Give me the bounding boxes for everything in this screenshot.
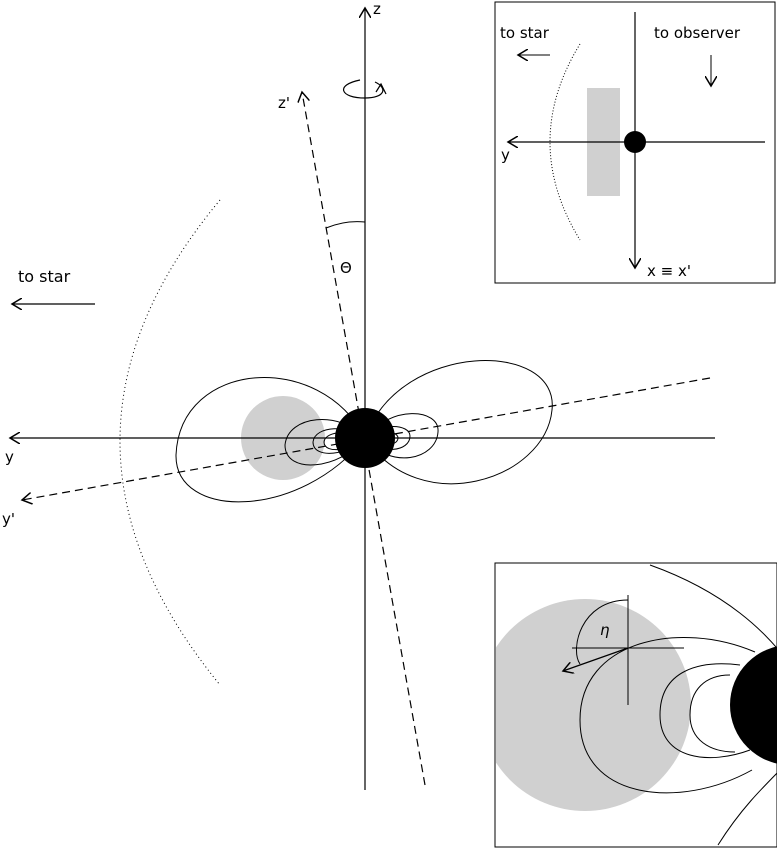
field-lines bbox=[579, 564, 777, 846]
dotted-orbit-arc bbox=[119, 199, 221, 686]
to-observer-label: to observer bbox=[654, 24, 741, 42]
rotation-icon bbox=[342, 79, 387, 99]
theta-angle-arc bbox=[325, 221, 366, 229]
shadow-disc bbox=[496, 599, 691, 811]
y-prime-label: y' bbox=[2, 510, 15, 528]
direction-arrow bbox=[563, 647, 629, 671]
z-prime-label: z' bbox=[278, 94, 290, 112]
bottom-inset: η bbox=[494, 562, 777, 848]
x-label: x ≡ x' bbox=[647, 262, 691, 280]
eta-angle-arc bbox=[576, 599, 629, 665]
dotted-orbit-arc bbox=[549, 43, 581, 241]
to-star-label: to star bbox=[18, 267, 71, 286]
compact-object bbox=[730, 646, 777, 764]
main-diagram: z z' Θ to star y y' bbox=[2, 0, 715, 790]
compact-object bbox=[624, 131, 646, 153]
field-lines bbox=[175, 360, 553, 503]
to-star-label: to star bbox=[500, 24, 550, 42]
y-label: y bbox=[501, 146, 510, 164]
compact-object bbox=[335, 408, 395, 468]
top-inset: to star to observer y x ≡ x' bbox=[494, 1, 776, 284]
eta-label: η bbox=[600, 621, 610, 639]
z-label: z bbox=[373, 0, 381, 18]
y-label: y bbox=[5, 448, 14, 466]
theta-label: Θ bbox=[340, 259, 352, 277]
